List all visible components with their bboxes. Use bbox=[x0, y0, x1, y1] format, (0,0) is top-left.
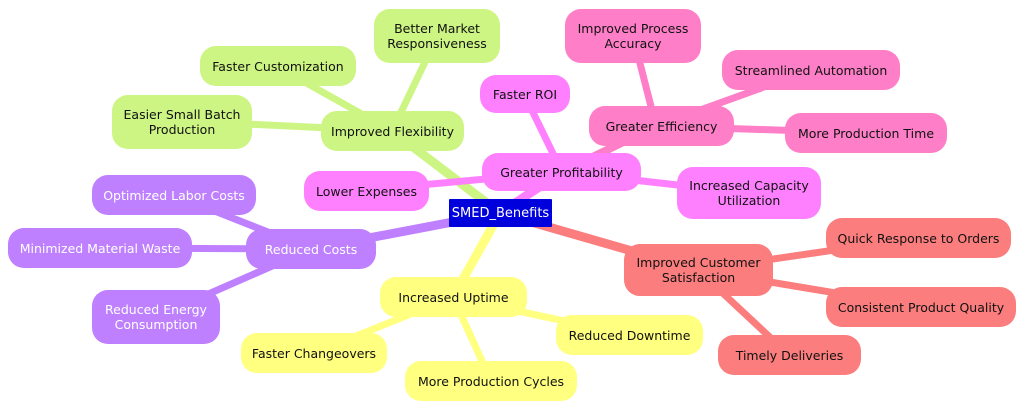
node-label: Timely Deliveries bbox=[735, 347, 844, 363]
node-streamlined-automation[interactable]: Streamlined Automation bbox=[722, 50, 900, 90]
root-node[interactable]: SMED_Benefits bbox=[449, 199, 552, 227]
node-label: Better Market Responsiveness bbox=[387, 21, 487, 51]
node-more-production-cycles[interactable]: More Production Cycles bbox=[405, 361, 577, 401]
node-increased-uptime[interactable]: Increased Uptime bbox=[380, 277, 527, 317]
node-faster-changeovers[interactable]: Faster Changeovers bbox=[241, 333, 387, 373]
node-improved-flexibility[interactable]: Improved Flexibility bbox=[321, 111, 464, 151]
node-label: Faster Changeovers bbox=[251, 345, 377, 361]
node-faster-customization[interactable]: Faster Customization bbox=[200, 46, 356, 86]
node-minimized-material-waste[interactable]: Minimized Material Waste bbox=[8, 228, 192, 268]
node-reduced-energy-consumption[interactable]: Reduced Energy Consumption bbox=[92, 290, 220, 344]
node-label: Greater Efficiency bbox=[605, 118, 718, 134]
node-quick-response-to-orders[interactable]: Quick Response to Orders bbox=[826, 218, 1011, 258]
node-improved-customer-satisfaction[interactable]: Improved Customer Satisfaction bbox=[624, 244, 773, 296]
node-label: Minimized Material Waste bbox=[19, 240, 181, 256]
root-label: SMED_Benefits bbox=[451, 205, 550, 221]
node-label: Reduced Energy Consumption bbox=[105, 302, 207, 332]
node-label: Increased Uptime bbox=[398, 289, 509, 305]
node-consistent-product-quality[interactable]: Consistent Product Quality bbox=[826, 287, 1016, 327]
node-greater-profitability[interactable]: Greater Profitability bbox=[482, 153, 641, 191]
node-faster-roi[interactable]: Faster ROI bbox=[480, 75, 570, 113]
node-label: Streamlined Automation bbox=[734, 62, 888, 78]
node-label: Increased Capacity Utilization bbox=[689, 178, 809, 208]
node-label: More Production Time bbox=[797, 125, 935, 141]
node-optimized-labor-costs[interactable]: Optimized Labor Costs bbox=[92, 175, 256, 215]
node-label: Reduced Downtime bbox=[568, 327, 691, 343]
node-reduced-downtime[interactable]: Reduced Downtime bbox=[556, 315, 703, 355]
node-easier-small-batch-production[interactable]: Easier Small Batch Production bbox=[112, 95, 252, 149]
node-label: Lower Expenses bbox=[316, 183, 417, 199]
node-label: Greater Profitability bbox=[500, 164, 623, 180]
node-label: Optimized Labor Costs bbox=[103, 187, 245, 203]
node-label: Consistent Product Quality bbox=[837, 299, 1005, 315]
node-greater-efficiency[interactable]: Greater Efficiency bbox=[589, 106, 734, 146]
node-label: Improved Flexibility bbox=[331, 123, 454, 139]
node-label: Faster Customization bbox=[212, 58, 344, 74]
node-more-production-time[interactable]: More Production Time bbox=[785, 113, 947, 153]
node-label: Improved Customer Satisfaction bbox=[636, 255, 761, 285]
node-better-market-responsiveness[interactable]: Better Market Responsiveness bbox=[374, 9, 500, 63]
node-label: Improved Process Accuracy bbox=[577, 21, 689, 51]
node-label: Faster ROI bbox=[492, 86, 558, 102]
node-improved-process-accuracy[interactable]: Improved Process Accuracy bbox=[565, 9, 701, 63]
node-label: More Production Cycles bbox=[417, 373, 565, 389]
node-label: Easier Small Batch Production bbox=[123, 107, 241, 137]
node-label: Quick Response to Orders bbox=[837, 230, 1000, 246]
node-timely-deliveries[interactable]: Timely Deliveries bbox=[718, 335, 861, 375]
node-increased-capacity-utilization[interactable]: Increased Capacity Utilization bbox=[677, 167, 821, 219]
node-label: Reduced Costs bbox=[264, 241, 358, 257]
node-reduced-costs[interactable]: Reduced Costs bbox=[246, 229, 376, 269]
node-lower-expenses[interactable]: Lower Expenses bbox=[304, 171, 429, 211]
